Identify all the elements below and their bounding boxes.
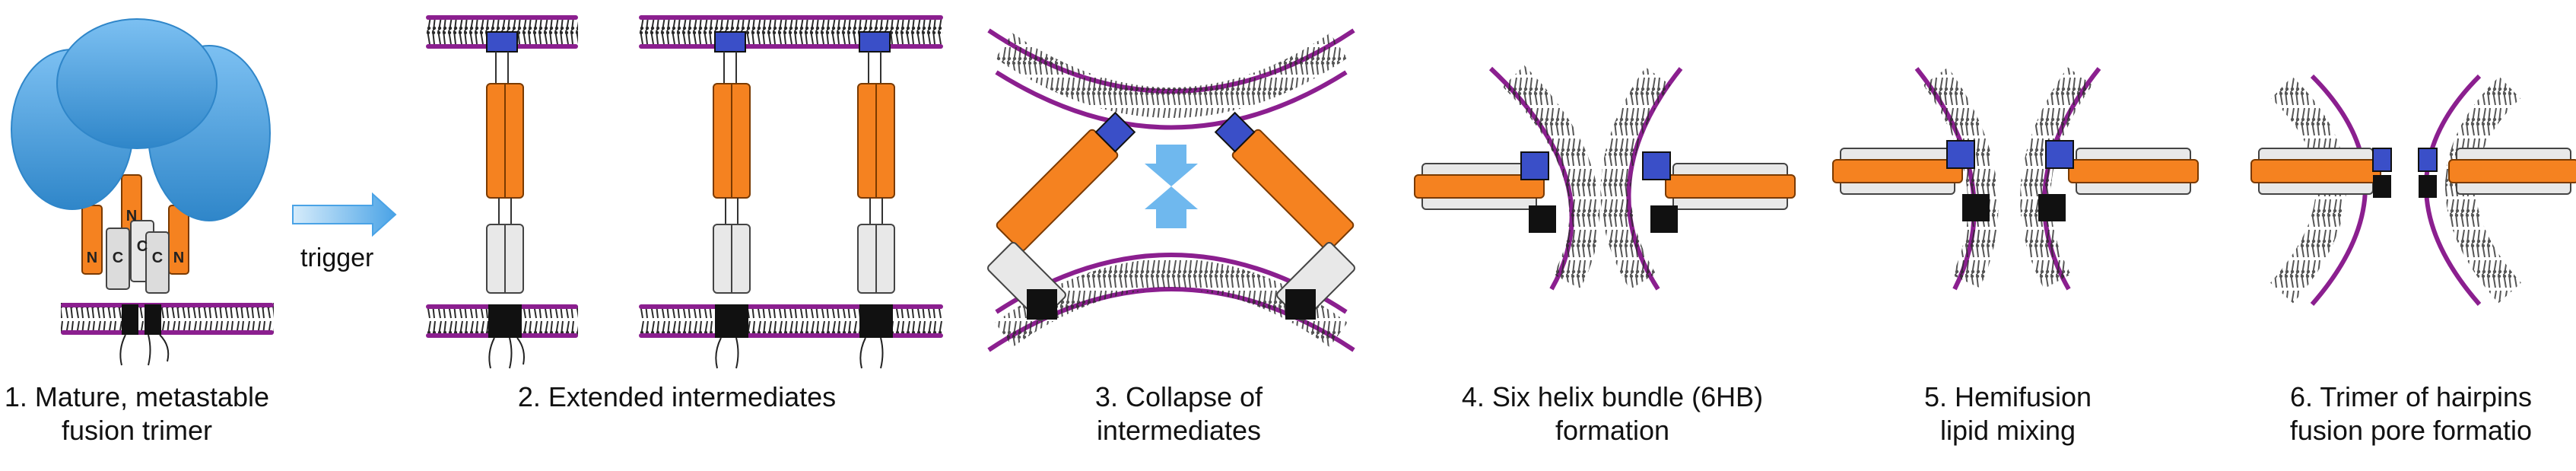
top-membrane-left [426, 15, 578, 53]
hemifusion-left [1832, 140, 1990, 221]
collapsed-hairpin-right [1214, 111, 1355, 252]
membrane-step1 [61, 303, 274, 366]
caption-step5-line2: lipid mixing [1939, 415, 2076, 446]
n-label-mid: N [126, 208, 137, 224]
step2-extended-intermediates [426, 15, 943, 369]
caption-step3-line2: intermediates [1096, 415, 1262, 446]
n-label-right: N [173, 250, 184, 266]
caption-step4-line2: formation [1555, 415, 1670, 446]
c-label-1: C [113, 250, 123, 266]
caption-step1: 1. Mature, metastable fusion trimer [0, 380, 274, 447]
extended-hairpin-3 [857, 52, 895, 294]
caption-step1-line2: fusion trimer [61, 415, 213, 446]
collapsed-hairpin-left [996, 111, 1136, 252]
caption-step5: 5. Hemifusion lipid mixing [1863, 380, 2152, 447]
caption-step6-line1: 6. Trimer of hairpins [2289, 381, 2533, 412]
c-label-3: C [152, 250, 163, 266]
top-membrane-right [639, 15, 943, 53]
bottom-membrane-right [639, 304, 943, 369]
head-domain-top [56, 18, 218, 149]
step3-collapse [987, 28, 1355, 352]
extended-hairpin-2 [713, 52, 751, 294]
caption-step4: 4. Six helix bundle (6HB) formation [1445, 380, 1780, 447]
caption-step3-line1: 3. Collapse of [1094, 381, 1263, 412]
step1-mature-trimer: N N N C C C [11, 18, 274, 366]
trigger-arrow [292, 192, 397, 237]
6hb-right [1642, 151, 1796, 233]
step4-6hb-formation [1414, 65, 1796, 291]
caption-step5-line1: 5. Hemifusion [1923, 381, 2092, 412]
bottom-membrane-left [426, 304, 578, 369]
caption-step2: 2. Extended intermediates [479, 380, 875, 414]
caption-step4-line1: 4. Six helix bundle (6HB) [1461, 381, 1764, 412]
trigger-label: trigger [300, 243, 374, 272]
hemifusion-right [2038, 140, 2199, 221]
hairpin-right-pore [2418, 148, 2576, 198]
caption-step6: 6. Trimer of hairpins fusion pore format… [2251, 380, 2571, 447]
hairpin-left-pore [2250, 148, 2392, 198]
step5-hemifusion [1832, 67, 2199, 291]
c-label-2: C [137, 238, 148, 255]
n-label-left: N [87, 250, 97, 266]
caption-step3: 3. Collapse of intermediates [1034, 380, 1323, 447]
collapse-arrows [1145, 145, 1198, 228]
caption-step6-line2: fusion pore formatio [2289, 415, 2533, 446]
step6-fusion-pore [2250, 74, 2576, 306]
caption-step2-line1: 2. Extended intermediates [517, 381, 837, 412]
extended-hairpin-1 [486, 52, 524, 294]
caption-step1-line1: 1. Mature, metastable [4, 381, 270, 412]
grey-helices [106, 220, 170, 294]
6hb-left [1414, 151, 1556, 233]
